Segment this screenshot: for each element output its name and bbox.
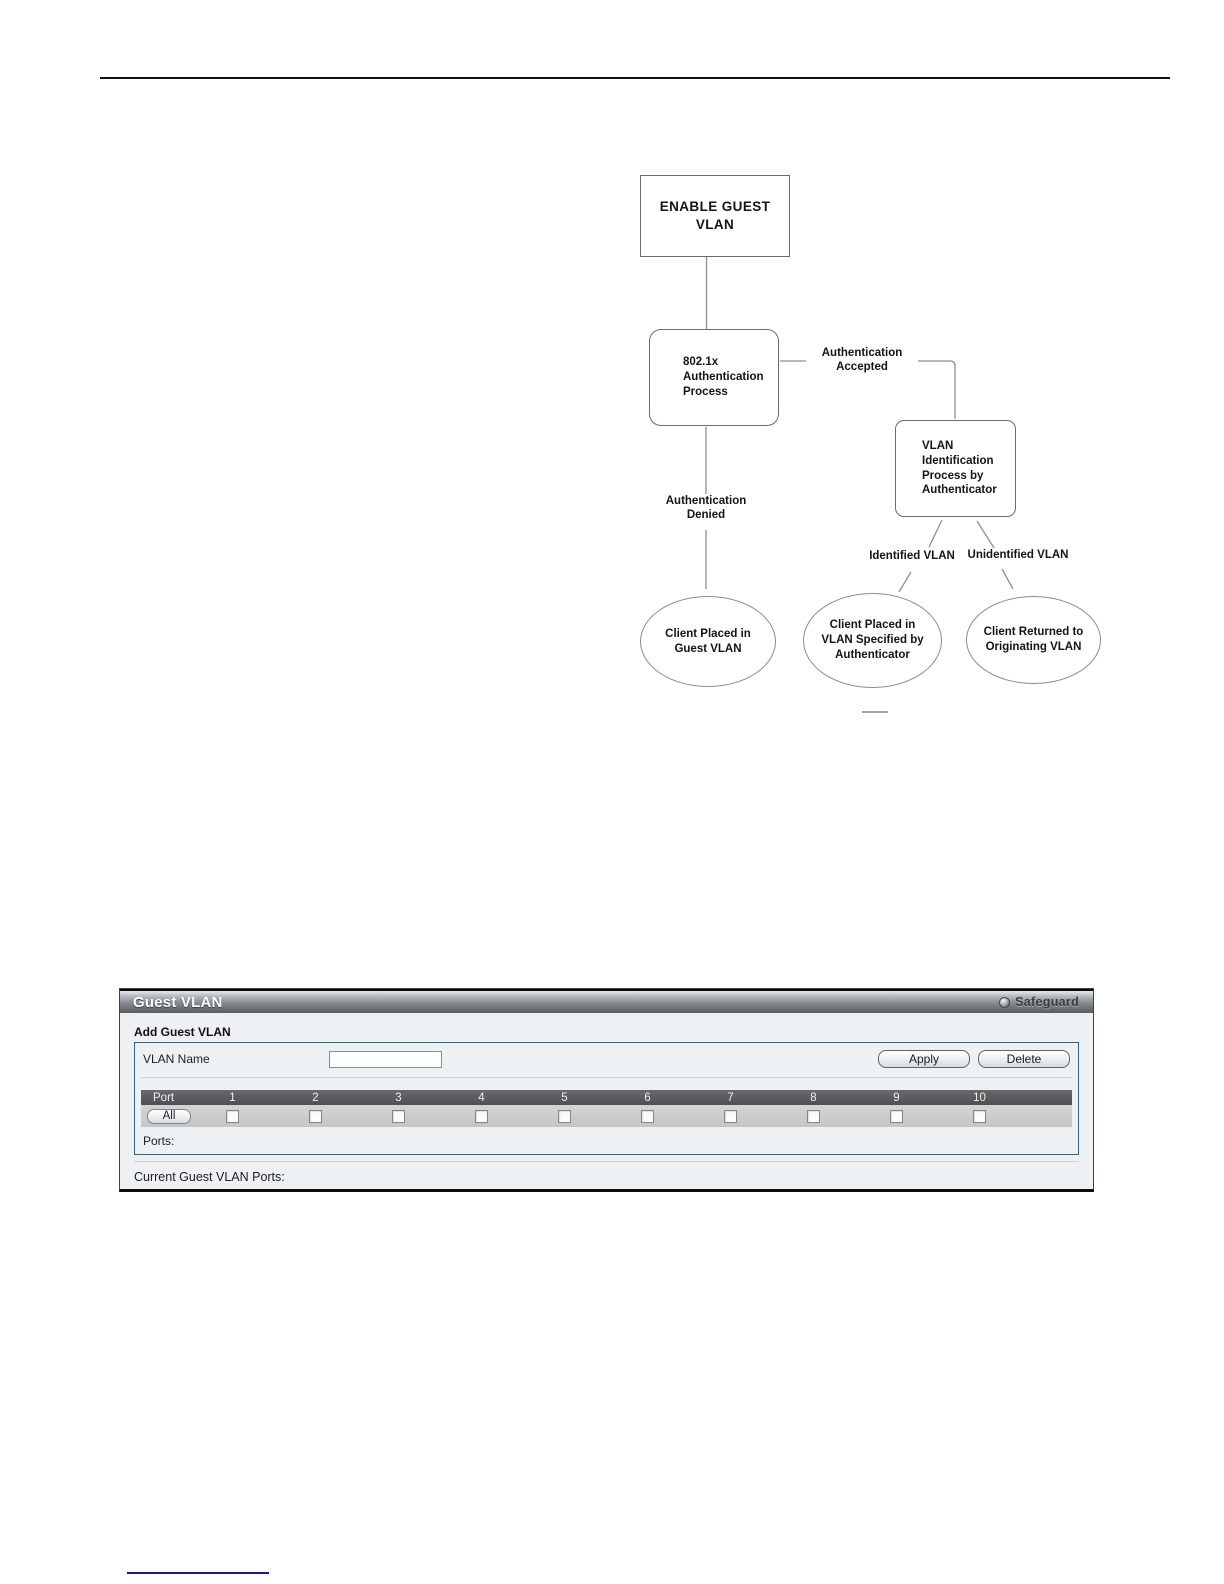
port-cell-1: [191, 1109, 274, 1124]
safeguard-orb-icon: [999, 996, 1011, 1008]
port-cell-10: [938, 1109, 1021, 1124]
vlan-name-input[interactable]: [329, 1050, 442, 1068]
port-checkbox-6[interactable]: [641, 1110, 654, 1124]
node-client-returned-originating-vlan: Client Returned to Originating VLAN: [966, 596, 1101, 684]
vlan-name-label: VLAN Name: [143, 1052, 210, 1066]
port-column-header-6: 6: [644, 1091, 651, 1104]
port-cell-3: [357, 1109, 440, 1124]
port-checkbox-10[interactable]: [973, 1110, 986, 1124]
edge-identified-a: [928, 519, 943, 548]
action-buttons: Apply Delete: [878, 1050, 1072, 1068]
add-guest-vlan-box: VLAN Name Apply Delete Port 1 2 3 4 5 6 7 8 9 10 …: [134, 1042, 1079, 1155]
apply-button[interactable]: Apply: [878, 1050, 970, 1068]
port-column-header-8: 8: [810, 1091, 817, 1104]
port-cell-9: [855, 1109, 938, 1124]
page-title: Guest VLAN: [133, 993, 223, 1011]
port-cell-2: [274, 1109, 357, 1124]
node-enable-guest-vlan: ENABLE GUEST VLAN: [640, 175, 790, 257]
port-table-header: Port 1 2 3 4 5 6 7 8 9 10: [141, 1090, 1072, 1105]
ports-label: Ports:: [143, 1134, 175, 1148]
port-cell-8: [772, 1109, 855, 1124]
delete-button[interactable]: Delete: [978, 1050, 1070, 1068]
node-client-placed-specified-vlan: Client Placed in VLAN Specified by Authe…: [803, 593, 942, 688]
footnote-rule: [127, 1572, 269, 1574]
panel-titlebar: Guest VLAN Safeguard: [120, 989, 1093, 1013]
section-title-add-guest-vlan: Add Guest VLAN: [134, 1025, 231, 1039]
port-column-header-5: 5: [561, 1091, 568, 1104]
select-all-button[interactable]: All: [147, 1108, 191, 1124]
port-table-row: All: [141, 1105, 1072, 1127]
current-guest-vlan-ports-label: Current Guest VLAN Ports:: [134, 1170, 285, 1184]
vlan-name-row: VLAN Name Apply Delete: [141, 1046, 1072, 1072]
port-checkbox-2[interactable]: [309, 1110, 322, 1124]
safeguard-label: Safeguard: [1015, 995, 1079, 1009]
edge-unidentified-b: [1001, 568, 1014, 590]
flowchart-connectors: [705, 257, 1014, 713]
port-column-header-9: 9: [893, 1091, 900, 1104]
port-checkbox-7[interactable]: [724, 1110, 737, 1124]
node-client-placed-guest-vlan: Client Placed in Guest VLAN: [640, 596, 776, 687]
all-cell: All: [141, 1108, 191, 1124]
port-column-header-3: 3: [395, 1091, 402, 1104]
safeguard-logo: Safeguard: [999, 995, 1079, 1009]
node-vlan-identification-process: VLAN Identification Process by Authentic…: [895, 420, 1016, 517]
port-cell-6: [606, 1109, 689, 1124]
port-column-header-10: 10: [973, 1091, 986, 1104]
port-header-label: Port: [153, 1091, 175, 1104]
edge-label-authentication-accepted: Authentication Accepted: [806, 346, 918, 375]
port-column-header-7: 7: [727, 1091, 734, 1104]
port-table: Port 1 2 3 4 5 6 7 8 9 10 All: [141, 1090, 1072, 1127]
port-column-header-1: 1: [229, 1091, 236, 1104]
panel-body: Add Guest VLAN VLAN Name Apply Delete Po…: [120, 1013, 1093, 1184]
port-checkbox-4[interactable]: [475, 1110, 488, 1124]
port-checkbox-3[interactable]: [392, 1110, 405, 1124]
port-checkbox-1[interactable]: [226, 1110, 239, 1124]
guest-vlan-panel: Guest VLAN Safeguard Add Guest VLAN VLAN…: [119, 988, 1094, 1192]
edge-label-authentication-denied: Authentication Denied: [655, 494, 757, 523]
port-column-header-2: 2: [312, 1091, 319, 1104]
edge-label-unidentified-vlan: Unidentified VLAN: [962, 548, 1074, 563]
port-checkbox-8[interactable]: [807, 1110, 820, 1124]
edge-unidentified-a: [976, 520, 995, 549]
edge-accepted-b: [908, 360, 956, 419]
port-cell-4: [440, 1109, 523, 1124]
divider: [141, 1077, 1072, 1078]
edge-label-identified-vlan: Identified VLAN: [864, 549, 960, 564]
port-cell-7: [689, 1109, 772, 1124]
port-checkbox-5[interactable]: [558, 1110, 571, 1124]
header-rule: [100, 77, 1170, 79]
edge-identified-b: [898, 571, 912, 593]
divider: [134, 1161, 1079, 1162]
node-8021x-authentication-process: 802.1x Authentication Process: [649, 329, 779, 426]
port-column-header-4: 4: [478, 1091, 485, 1104]
port-cell-5: [523, 1109, 606, 1124]
port-checkbox-9[interactable]: [890, 1110, 903, 1124]
